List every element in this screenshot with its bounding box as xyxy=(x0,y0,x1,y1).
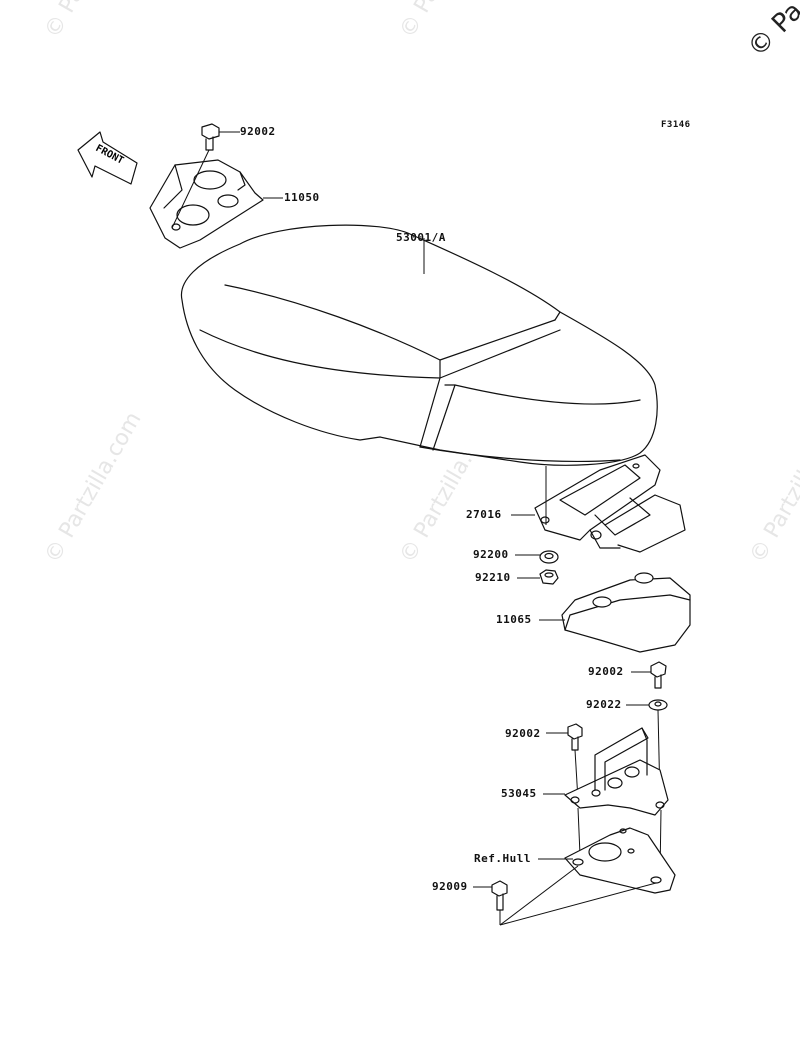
callout-92200[interactable]: 92200 xyxy=(473,548,509,561)
callout-92002-right[interactable]: 92002 xyxy=(588,665,624,678)
hull-plate-drawing xyxy=(564,827,676,894)
bolt-92002-left-drawing xyxy=(567,723,583,751)
washer-92022-drawing xyxy=(648,699,668,711)
bracket-53045-drawing xyxy=(564,727,669,816)
callout-92002-top[interactable]: 92002 xyxy=(240,125,276,138)
callout-53001-A[interactable]: 53001/A xyxy=(396,231,446,244)
callout-92009[interactable]: 92009 xyxy=(432,880,468,893)
bolt-92009-drawing xyxy=(491,880,508,911)
callout-27016[interactable]: 27016 xyxy=(466,508,502,521)
diagram-code: F3146 xyxy=(661,120,691,130)
callout-11050[interactable]: 11050 xyxy=(284,191,320,204)
callout-11065[interactable]: 11065 xyxy=(496,613,532,626)
bracket-11050-drawing xyxy=(149,159,264,249)
bolt-92002-right-drawing xyxy=(650,661,667,689)
bolt-92002-top-drawing xyxy=(201,123,220,151)
callout-92022[interactable]: 92022 xyxy=(586,698,622,711)
seat-53001-drawing xyxy=(180,224,658,466)
callout-53045[interactable]: 53045 xyxy=(501,787,537,800)
callout-92210[interactable]: 92210 xyxy=(475,571,511,584)
hinge-27016-drawing xyxy=(534,454,686,553)
callout-ref-hull[interactable]: Ref.Hull xyxy=(474,852,531,865)
front-arrow-icon: FRONT xyxy=(77,131,138,185)
cover-11065-drawing xyxy=(561,572,691,653)
nut-92210-drawing xyxy=(539,569,559,585)
washer-92200-drawing xyxy=(539,550,559,564)
callout-92002-left[interactable]: 92002 xyxy=(505,727,541,740)
